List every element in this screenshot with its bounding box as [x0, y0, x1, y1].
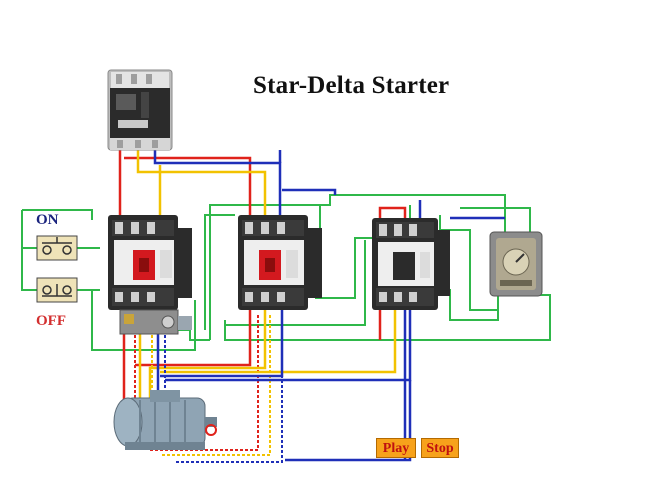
delta-contactor — [238, 215, 322, 310]
off-push-button — [36, 277, 78, 303]
stop-button[interactable]: Stop — [421, 438, 459, 458]
control-wiring — [21, 194, 551, 351]
main-contactor — [108, 215, 192, 310]
off-label: OFF — [36, 313, 66, 329]
on-push-button — [36, 235, 78, 261]
diagram-title: Star-Delta Starter — [253, 72, 450, 99]
circuit-breaker — [107, 69, 173, 151]
timer-relay — [489, 231, 543, 297]
overload-relay — [119, 309, 192, 335]
motor — [113, 390, 217, 450]
on-label: ON — [36, 212, 59, 228]
star-contactor — [372, 218, 450, 310]
play-button[interactable]: Play — [376, 438, 416, 458]
